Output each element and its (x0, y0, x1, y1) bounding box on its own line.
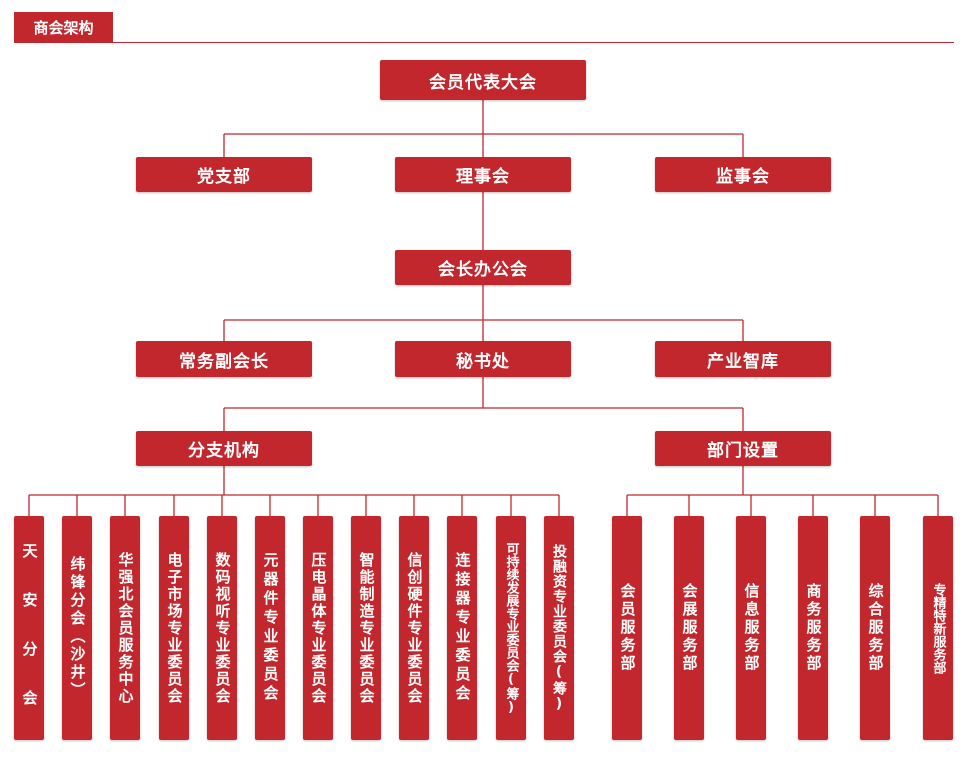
node-departments: 部门设置 (655, 431, 831, 466)
branch-item: 连接器专业委员会 (447, 516, 477, 740)
branch-item: 元器件专业委员会 (255, 516, 285, 740)
branch-item: 纬锋分会（沙井） (62, 516, 92, 740)
section-title: 商会架构 (14, 12, 113, 43)
department-item: 综合服务部 (860, 516, 890, 740)
department-item: 信息服务部 (736, 516, 766, 740)
node-member-assembly: 会员代表大会 (380, 60, 586, 100)
branch-item: 华强北会员服务中心 (110, 516, 140, 740)
department-item: 专精特新服务部 (923, 516, 953, 740)
department-item: 商务服务部 (798, 516, 828, 740)
node-executive-vp: 常务副会长 (136, 341, 312, 377)
node-party-branch: 党支部 (136, 157, 312, 192)
node-secretariat: 秘书处 (395, 341, 571, 377)
department-item: 会员服务部 (612, 516, 642, 740)
branch-item: 压电晶体专业委员会 (303, 516, 333, 740)
section-divider (14, 42, 954, 43)
branch-item: 智能制造专业委员会 (351, 516, 381, 740)
node-council: 理事会 (395, 157, 571, 192)
branch-item: 电子市场专业委员会 (159, 516, 189, 740)
node-president-office: 会长办公会 (395, 250, 571, 285)
branch-item: 信创硬件专业委员会 (399, 516, 429, 740)
branch-item: 天 安 分 会 (14, 516, 44, 740)
branch-item: 投融资专业委员会(筹) (544, 516, 574, 740)
branch-item: 数码视听专业委员会 (207, 516, 237, 740)
node-branches: 分支机构 (136, 431, 312, 466)
node-industry-think-tank: 产业智库 (655, 341, 831, 377)
department-item: 会展服务部 (674, 516, 704, 740)
node-supervisory-board: 监事会 (655, 157, 831, 192)
branch-item: 可持续发展专业委员会(筹) (496, 516, 526, 740)
